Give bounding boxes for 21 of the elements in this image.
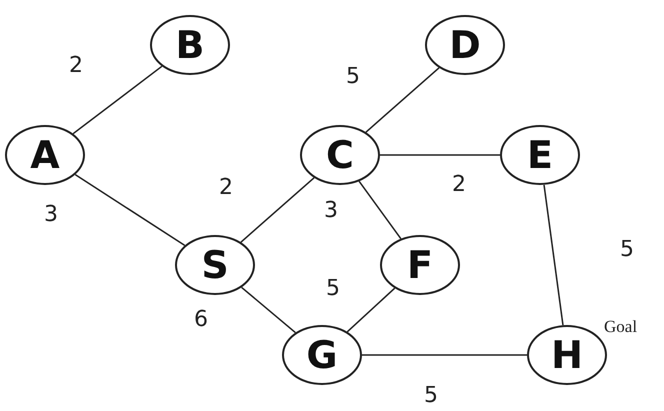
edge-line [72,66,162,134]
node-letter: D [449,26,481,64]
edge-line [346,288,396,332]
node-letter: S [201,246,229,284]
edge-line [362,354,527,356]
edge-line [365,67,440,133]
node-letter: G [306,336,338,374]
edge-line [358,180,402,240]
node-letter: H [551,336,583,374]
edge-line [380,154,500,156]
edge-line [543,184,564,326]
node-letter: E [527,136,553,174]
node-caption: Goal [604,318,638,335]
edge-line [74,174,186,246]
node-ellipse [175,235,255,295]
node-letter: F [407,246,433,284]
edge-line [240,177,315,243]
node-letter: A [30,136,60,174]
edge-line [241,286,296,334]
node-letter: B [176,26,204,64]
node-letter: C [326,136,354,174]
